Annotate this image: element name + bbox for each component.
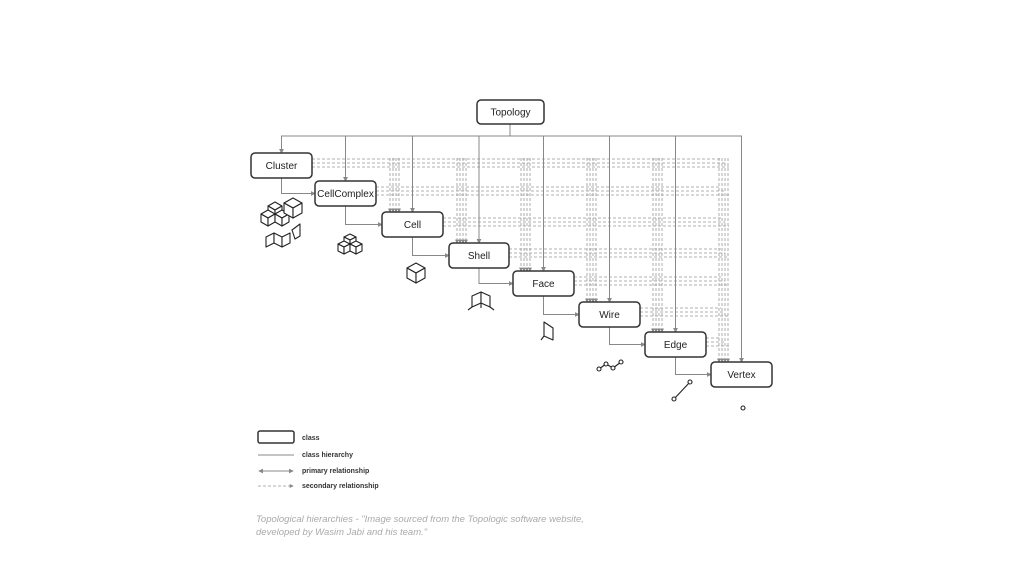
class-node-label: Cell: [404, 220, 421, 231]
legend: class class hierarchy primary relationsh…: [257, 430, 379, 490]
figure-caption: Topological hierarchies - "Image sourced…: [256, 513, 596, 539]
class-node-box: [448, 242, 510, 269]
icons: [260, 197, 746, 411]
class-node-cluster: Cluster: [250, 152, 313, 179]
class-node-box: [710, 361, 773, 388]
class-node-label: Cluster: [266, 161, 298, 172]
class-nodes: TopologyClusterCellComplexCellShellFaceW…: [250, 99, 773, 388]
legend-class-swatch: [257, 430, 295, 444]
class-hierarchy-line: [478, 268, 514, 286]
cluster-cubes-icon: [260, 197, 303, 248]
wire-icon: [596, 359, 624, 372]
class-node-box: [314, 180, 377, 207]
legend-primary-label: primary relationship: [302, 468, 369, 475]
class-node-box: [644, 331, 707, 358]
class-node-cellcomplex: CellComplex: [314, 180, 377, 207]
class-node-shell: Shell: [448, 242, 510, 269]
caption-line-2: developed by Wasim Jabi and his team.": [256, 527, 428, 538]
class-node-label: Edge: [664, 340, 688, 351]
edge-icon: [671, 379, 693, 402]
legend-hierarchy-label: class hierarchy: [302, 452, 353, 459]
class-node-box: [476, 99, 545, 125]
class-node-box: [250, 152, 313, 179]
class-node-cell: Cell: [381, 211, 444, 238]
legend-secondary-label: secondary relationship: [302, 483, 379, 490]
class-hierarchy-line: [412, 237, 450, 258]
connectors: [279, 124, 744, 377]
class-node-label: Shell: [468, 251, 490, 262]
class-hierarchy-line: [345, 206, 383, 227]
vertex-icon: [740, 405, 746, 411]
class-node-label: CellComplex: [317, 189, 374, 200]
face-icon: [540, 321, 554, 341]
class-node-label: Wire: [599, 310, 620, 321]
legend-class-label: class: [302, 435, 320, 442]
class-hierarchy-line: [543, 296, 580, 317]
class-node-edge: Edge: [644, 331, 707, 358]
class-node-topology: Topology: [476, 99, 545, 125]
cellcomplex-cubes-icon: [337, 233, 363, 255]
class-hierarchy-line: [675, 357, 712, 377]
class-hierarchy-line: [609, 327, 646, 347]
class-node-wire: Wire: [578, 301, 641, 328]
class-node-box: [578, 301, 641, 328]
class-node-vertex: Vertex: [710, 361, 773, 388]
class-node-face: Face: [512, 270, 575, 297]
class-node-box: [512, 270, 575, 297]
class-node-label: Vertex: [727, 370, 755, 381]
open-shell-icon: [467, 291, 495, 311]
class-node-label: Topology: [490, 108, 530, 119]
class-hierarchy-line: [281, 178, 316, 196]
class-node-box: [381, 211, 444, 238]
cube-icon: [406, 262, 426, 284]
class-node-label: Face: [532, 279, 555, 290]
caption-line-1: Topological hierarchies - "Image sourced…: [256, 514, 584, 525]
